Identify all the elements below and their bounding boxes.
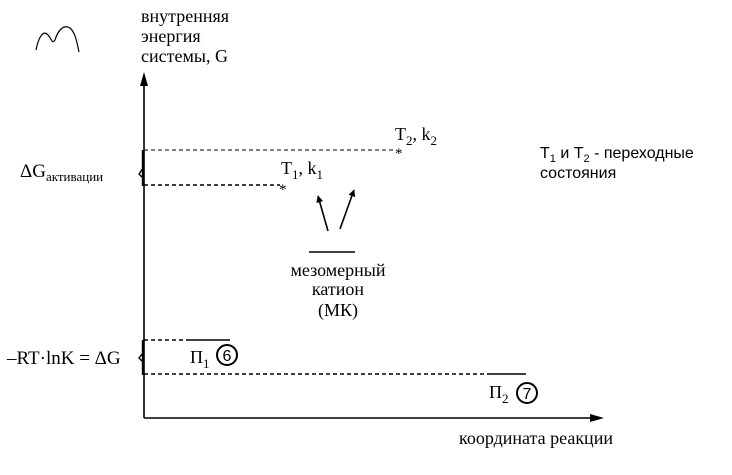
t2-label: T2, k2 (395, 124, 437, 148)
legend-line-1: T1 и T2 - переходные (540, 145, 694, 165)
legend-t1: T (540, 145, 550, 162)
intermediate-label-line-1: мезомерный (290, 260, 385, 280)
x-axis-arrow (590, 414, 604, 422)
y-axis-label-line-2: энергия (141, 26, 201, 46)
legend-line-2: состояния (540, 165, 616, 182)
p1-label: П1 (190, 347, 210, 371)
curve-sketch-icon (35, 26, 80, 53)
p2-label: П2 (489, 382, 509, 406)
t1-mark: * (279, 182, 287, 198)
y-axis-label-line-1: внутренняя (141, 6, 229, 26)
legend-t2-subscript: 2 (584, 153, 590, 165)
t1-subscript: 1 (292, 167, 299, 182)
equilibrium-label: –RT·lnK = ΔG (6, 348, 121, 369)
t2-mark: * (395, 146, 403, 162)
activation-bracket-tip (138, 167, 144, 179)
x-axis-label: координата реакции (459, 428, 613, 448)
arrow-to-t2 (339, 189, 356, 230)
legend-and: и T (556, 145, 584, 162)
legend-t1-subscript: 1 (550, 153, 556, 165)
activation-delta: ΔG (20, 161, 46, 182)
t1-separator: , (299, 158, 308, 178)
p2-subscript: 2 (502, 391, 509, 406)
p1-number: 6 (223, 348, 232, 365)
t2-separator: , (413, 124, 422, 144)
t2-k: k (422, 124, 431, 144)
arrow-to-t1 (316, 195, 329, 232)
equilibrium-bracket-tip (138, 352, 144, 363)
p2-number: 7 (523, 386, 532, 403)
legend-rest: - переходные (590, 145, 694, 162)
activation-subscript: активации (46, 169, 103, 184)
p1-subscript: 1 (203, 356, 210, 371)
p2-number-circle (516, 382, 538, 404)
t1-label: T1, k1 (281, 158, 323, 182)
p2-letter: П (489, 382, 502, 402)
y-axis-arrow (140, 72, 148, 86)
t2-k-subscript: 2 (431, 133, 438, 148)
y-axis-label-line-3: системы, G (141, 46, 228, 66)
t1-k-subscript: 1 (317, 167, 324, 182)
intermediate-label-line-3: (МК) (318, 300, 358, 321)
t2-subscript: 2 (406, 133, 413, 148)
t1-k: k (308, 158, 317, 178)
p1-letter: П (190, 347, 203, 367)
p1-number-circle (216, 344, 238, 366)
intermediate-label-line-2: катион (312, 279, 364, 299)
activation-label: ΔGактивации (20, 161, 103, 184)
t2-letter: T (395, 124, 406, 144)
t1-letter: T (281, 158, 292, 178)
